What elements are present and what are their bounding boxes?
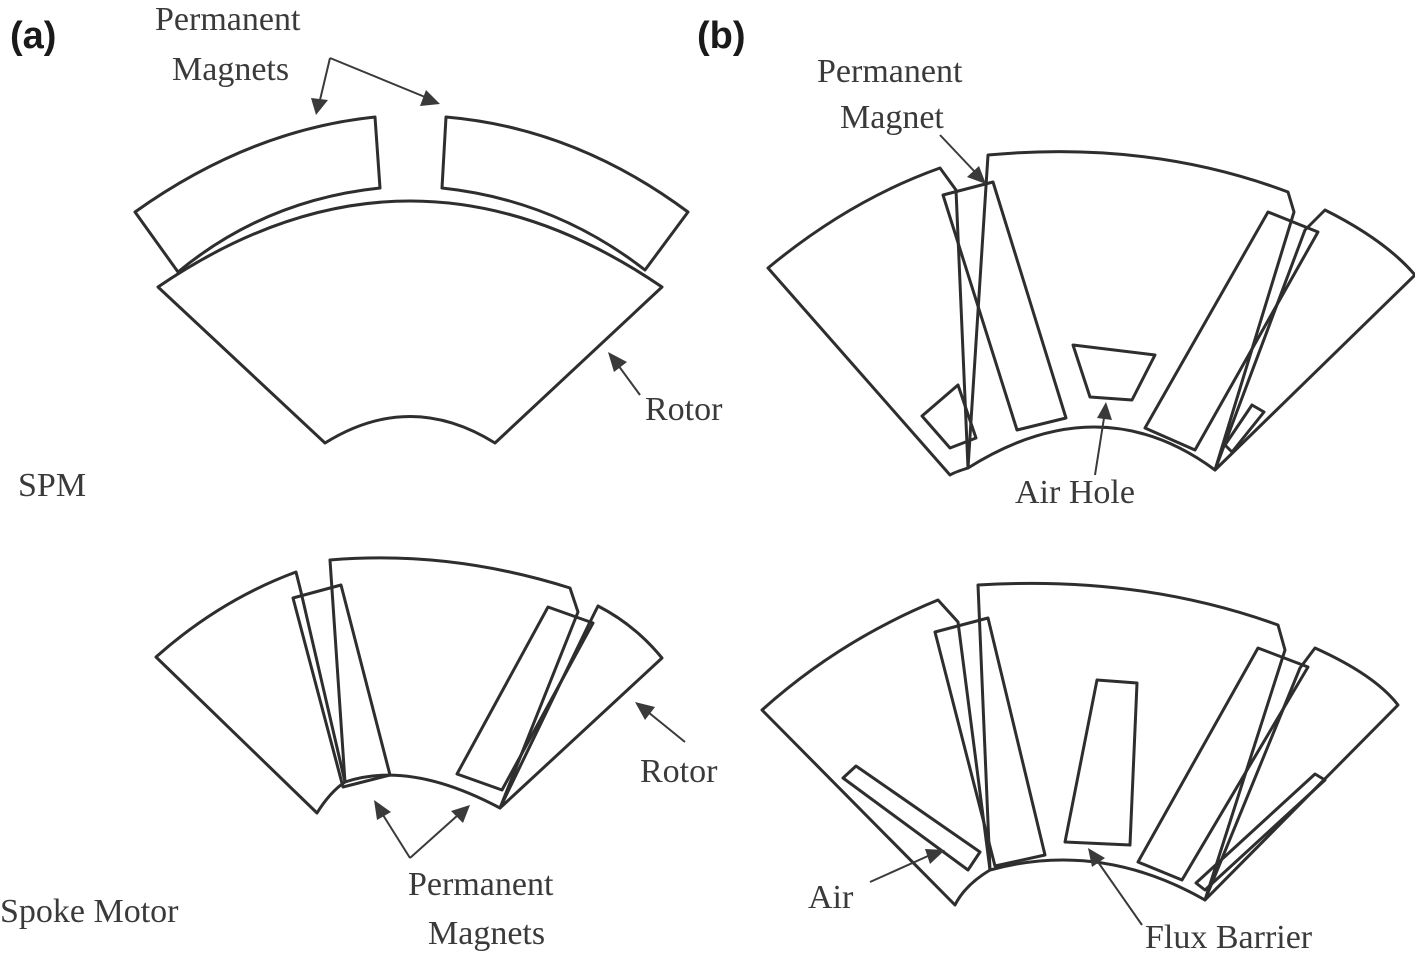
b-bottom-flux-barrier [1063, 678, 1139, 847]
a-bottom-pm-arrowhead-1 [374, 800, 391, 820]
panel-a-label: (a) [10, 15, 56, 57]
b-bottom-rotor-segment-right [1203, 646, 1400, 902]
b-top-pm-arrowhead [967, 166, 986, 184]
spm-diagram [133, 115, 690, 445]
b-top-rotor-segment-right [1213, 208, 1415, 472]
a-bottom-rotor-label: Rotor [640, 753, 718, 790]
a-bottom-pm-arrow-2 [409, 814, 459, 859]
spm-rotor [156, 199, 664, 445]
b-bottom-rotor-segment-left [760, 598, 992, 907]
spm-magnet-left [133, 115, 382, 274]
a-top-pm-label-line2: Magnets [172, 51, 289, 88]
b-bottom-flux-arrowhead [1088, 848, 1105, 867]
b-top-rotor-segment-left [766, 166, 970, 477]
spoke-rotor-segment-left [154, 570, 347, 815]
a-top-rotor-arrow [617, 364, 641, 396]
a-top-pm-arrowhead-2 [420, 90, 440, 106]
ipm-flux-barrier-diagram [760, 581, 1400, 907]
spoke-diagram [154, 556, 664, 815]
b-bottom-air-pocket-right [1194, 772, 1327, 892]
a-top-pm-label-line1: Permanent [155, 1, 301, 38]
b-bottom-air-arrow [869, 855, 929, 883]
a-bottom-pm-label-line1: Permanent [408, 866, 554, 903]
a-bottom-pm-arrow-1 [382, 814, 411, 859]
ipm-air-hole-diagram [766, 150, 1415, 477]
a-bottom-rotor-arrowhead [635, 702, 655, 720]
b-top-airhole-arrowhead [1097, 402, 1112, 420]
a-bottom-pm-label-line2: Magnets [428, 915, 545, 952]
a-top-rotor-arrowhead [608, 352, 627, 372]
b-bottom-flux-arrow [1097, 861, 1143, 926]
b-bottom-air-arrowhead [925, 849, 945, 864]
spm-magnet-right [440, 115, 690, 272]
b-bottom-magnet-right [1136, 646, 1310, 882]
row-label-spoke-motor: Spoke Motor [0, 893, 179, 930]
b-top-pm-label-line2: Magnet [840, 99, 944, 136]
b-bottom-air-label: Air [808, 879, 854, 916]
a-bottom-rotor-arrow [647, 711, 686, 743]
spoke-rotor-segment-right [498, 604, 664, 810]
b-bottom-air-pocket-left [841, 764, 982, 872]
a-top-pm-arrowhead-1 [311, 98, 328, 115]
a-top-pm-arrow-2 [329, 57, 426, 98]
b-bottom-rotor-segment-center [976, 581, 1287, 902]
b-bottom-magnet-left [933, 616, 1047, 868]
b-bottom-flux-label: Flux Barrier [1145, 919, 1313, 955]
a-bottom-pm-arrowhead-2 [451, 805, 470, 823]
b-top-airhole-arrow [1094, 417, 1105, 476]
a-top-pm-arrow-1 [319, 57, 331, 101]
a-top-rotor-label: Rotor [645, 391, 723, 428]
b-top-air-pocket-left [920, 383, 978, 450]
b-top-pm-label-line1: Permanent [817, 53, 963, 90]
b-top-airhole-label: Air Hole [1015, 474, 1135, 511]
row-label-spm: SPM [18, 467, 86, 504]
b-top-pm-arrow [939, 134, 976, 173]
b-top-magnet-left [941, 180, 1068, 432]
panel-b-label: (b) [697, 15, 746, 57]
spoke-magnet-right [455, 605, 595, 792]
b-top-air-hole [1071, 343, 1157, 402]
spoke-magnet-left [291, 583, 392, 789]
b-top-magnet-right [1143, 210, 1320, 452]
b-top-rotor-segment-center [966, 150, 1296, 472]
b-top-air-pocket-right [1223, 403, 1266, 454]
